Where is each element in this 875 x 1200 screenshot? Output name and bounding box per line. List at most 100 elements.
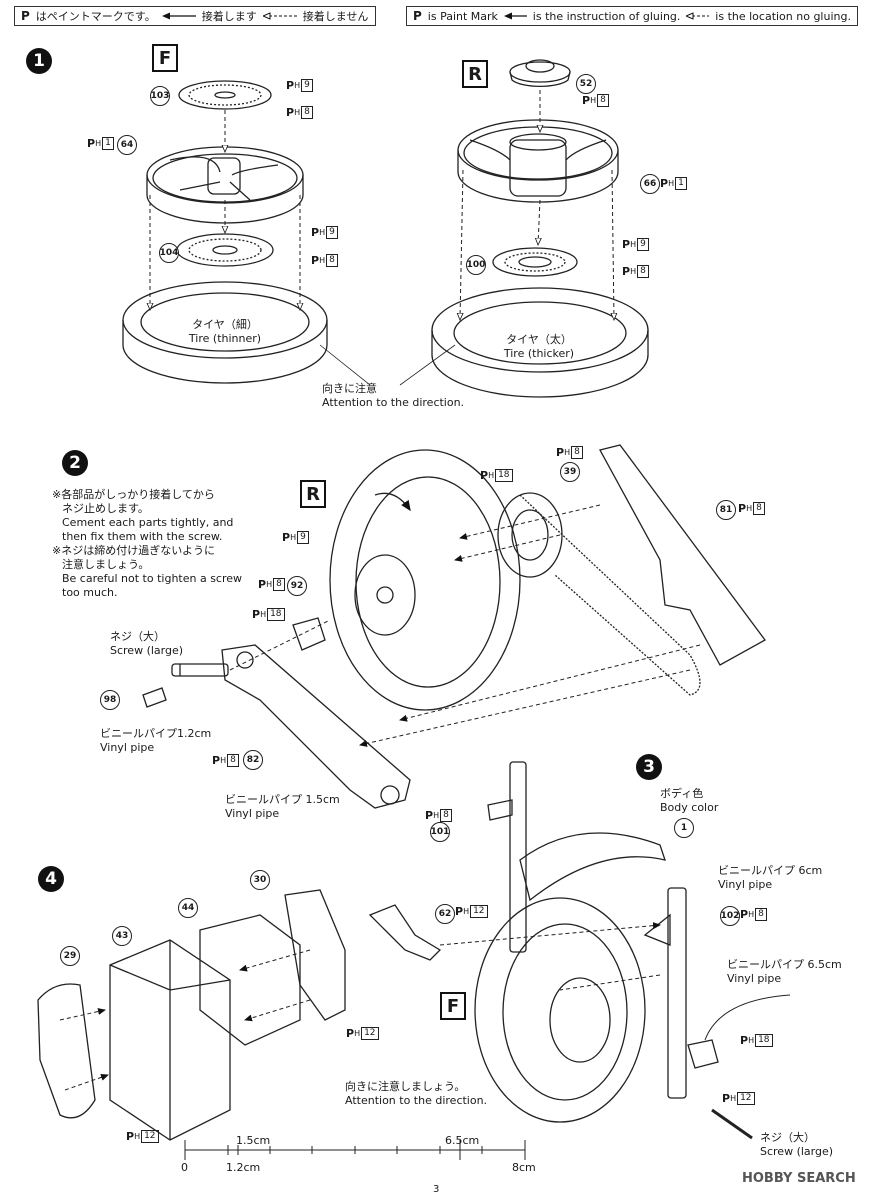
part-52: 52 <box>576 74 596 94</box>
front-fork-left <box>487 761 527 953</box>
side-cover-30 <box>284 889 346 1021</box>
scale-1-2cm: 1.2cm <box>226 1161 261 1174</box>
screw-label: ネジ（大）Screw (large) <box>110 630 184 657</box>
legend-japanese: P はペイントマークです。 接着します 接着しません <box>14 6 376 26</box>
scale-6-5cm: 6.5cm <box>445 1134 480 1147</box>
hobby-search-watermark: HOBBY SEARCH <box>742 1171 856 1186</box>
scale-ruler <box>184 1140 526 1160</box>
front-wheel-rim <box>146 146 304 224</box>
part-104: 104 <box>159 243 179 263</box>
step-2-badge: 2 <box>62 450 88 476</box>
front-fork-right <box>643 887 687 1099</box>
front-fender <box>519 832 666 902</box>
rear-tire <box>431 287 649 398</box>
rear-sprocket <box>497 492 563 578</box>
part-1: 1 <box>674 818 694 838</box>
step-3-badge: 3 <box>636 754 662 780</box>
part-62: 62 <box>435 904 455 924</box>
part-44: 44 <box>178 898 198 918</box>
swing-arm <box>221 644 411 809</box>
part-98: 98 <box>100 690 120 710</box>
glue-arrow-icon-en <box>503 12 527 20</box>
glue-arrow-icon <box>161 12 196 20</box>
part-81: 81 <box>716 500 736 520</box>
part-102: 102 <box>720 906 740 926</box>
scale-1-5cm: 1.5cm <box>236 1134 271 1147</box>
page-number: 3 <box>433 1184 440 1195</box>
screw-large-front <box>711 1108 753 1140</box>
part-103: 103 <box>150 86 170 106</box>
scale-8cm: 8cm <box>512 1161 536 1174</box>
screw-large-label-2: ネジ（大）Screw (large) <box>760 1131 834 1158</box>
rear-sprocket-hub <box>509 59 571 88</box>
part-66: 66 <box>640 174 660 194</box>
legend-glue-text: 接着します <box>201 10 257 23</box>
cowl-cover-29 <box>37 983 96 1119</box>
legend-paint-text: はペイントマークです。 <box>35 10 156 23</box>
axle-nut-98 <box>142 687 167 708</box>
part-100: 100 <box>466 255 486 275</box>
part-39: 39 <box>560 462 580 482</box>
brake-caliper-92 <box>292 617 326 651</box>
drive-chain <box>519 494 701 696</box>
front-tire <box>122 281 328 384</box>
front-label-box: F <box>152 44 178 72</box>
no-glue-arrow-icon <box>262 12 297 20</box>
front-brake-caliper <box>687 1039 719 1069</box>
front-brake-disc-bottom <box>176 233 274 267</box>
paint-mark-symbol: P <box>21 9 30 23</box>
legend-glue-text-en: is the instruction of gluing. <box>532 9 681 23</box>
front-label-box-step3: F <box>440 992 466 1020</box>
part-64: 64 <box>117 135 137 155</box>
front-wheel-assembled <box>474 897 646 1123</box>
rear-wheel-rim <box>457 119 619 203</box>
rear-label-box: R <box>462 60 488 88</box>
legend-paint-text-en: is Paint Mark <box>427 9 498 23</box>
scale-0: 0 <box>181 1161 188 1174</box>
rear-label-box-step2: R <box>300 480 326 508</box>
part-29: 29 <box>60 946 80 966</box>
rear-tire-assembled <box>329 449 521 711</box>
legend-english: P is Paint Mark is the instruction of gl… <box>406 6 858 26</box>
screw-large <box>171 663 229 677</box>
tire-thick-label: タイヤ（太）Tire (thicker) <box>503 333 575 360</box>
part-82: 82 <box>243 750 263 770</box>
air-box-main <box>109 939 231 1141</box>
legend-noglue-text-en: is the location no gluing. <box>715 9 851 23</box>
attention-direction-note-2: 向きに注意しましょう。Attention to the direction. <box>345 1080 488 1107</box>
part-30: 30 <box>250 870 270 890</box>
step-1-badge: 1 <box>26 48 52 74</box>
chain-guard <box>599 444 766 666</box>
tire-thin-label: タイヤ（細）Tire (thinner) <box>188 318 262 345</box>
part-101: 101 <box>430 822 450 842</box>
paint-mark-symbol-en: P <box>413 9 422 23</box>
handlebar-bracket-62 <box>368 904 442 961</box>
step2-instructions: ※各部品がしっかり接着してから ネジ止めします。 Cement each par… <box>52 488 243 599</box>
rear-brake-disc <box>492 247 578 277</box>
